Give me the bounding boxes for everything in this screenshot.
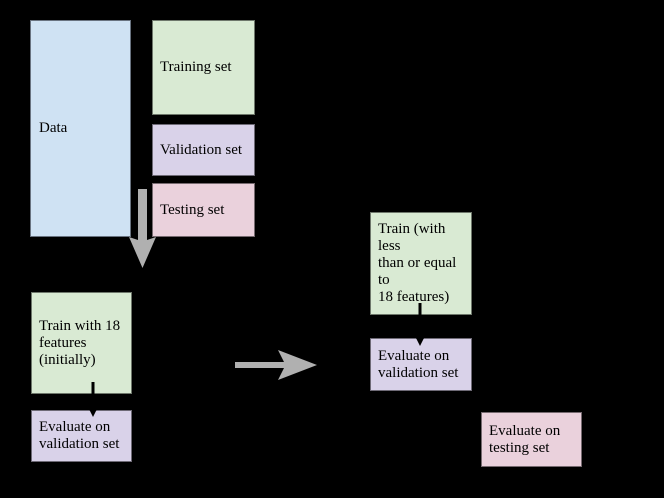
evaluate-validation-right-label-line1: Evaluate on <box>378 347 450 364</box>
evaluate-validation-left-label-line2: validation set <box>39 436 120 452</box>
testing-set-label: Testing set <box>160 201 225 218</box>
iterate-right-arrow <box>235 350 317 380</box>
evaluate-validation-left-label-line1: Evaluate on <box>39 419 111 435</box>
training-set-label: Training set <box>160 59 232 75</box>
evaluate-testing-box: Evaluate on testing set <box>481 412 582 467</box>
train-reduced-label-line2: than or equal to <box>378 255 457 288</box>
validation-set-label: Validation set <box>160 141 243 158</box>
testing-set-box: Testing set <box>152 183 255 237</box>
train-initial-label-line3: (initially) <box>39 351 96 368</box>
data-box-label: Data <box>39 120 68 136</box>
data-box: Data <box>30 20 131 237</box>
train-initial-label-line2: features <box>39 334 87 351</box>
evaluate-validation-left-box: Evaluate on validation set <box>31 410 132 462</box>
evaluate-testing-label-line1: Evaluate on <box>489 422 561 439</box>
validation-set-box: Validation set <box>152 124 255 176</box>
train-reduced-box: Train (with less than or equal to 18 fea… <box>370 212 472 315</box>
evaluate-validation-right-box: Evaluate on validation set <box>370 338 472 391</box>
evaluate-validation-right-label-line2: validation set <box>378 364 459 381</box>
evaluate-testing-label-line2: testing set <box>489 439 550 456</box>
train-initial-label-line1: Train with 18 <box>39 317 121 334</box>
train-reduced-label-line1: Train (with less <box>378 221 446 254</box>
train-reduced-label-line3: 18 features) <box>378 289 450 305</box>
train-initial-box: Train with 18 features (initially) <box>31 292 132 394</box>
training-set-box: Training set <box>152 20 255 115</box>
